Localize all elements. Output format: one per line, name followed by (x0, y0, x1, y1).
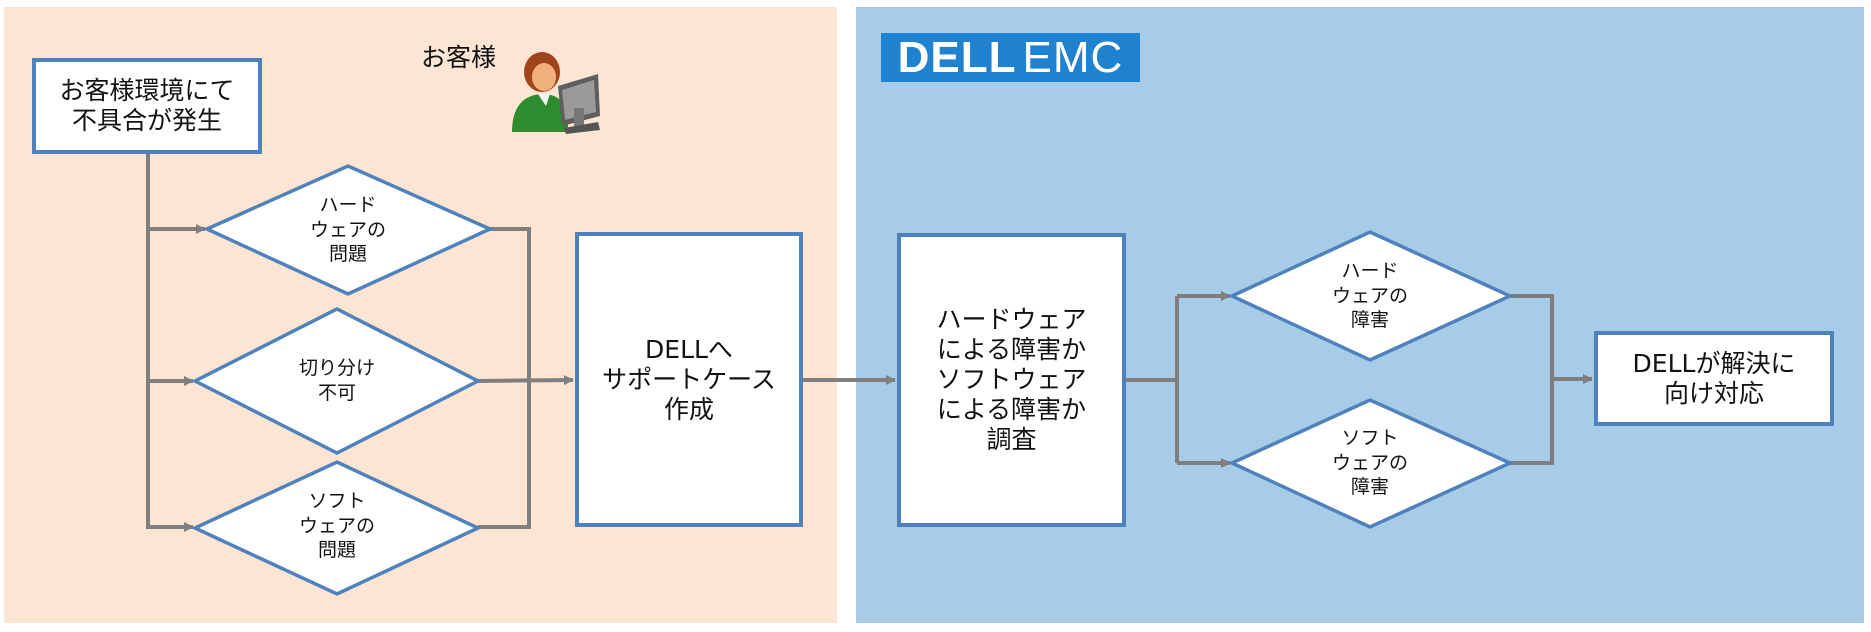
decision-hw-problem (202, 164, 495, 296)
process-investigate-text: ハードウェア による障害か ソフトウェア による障害か 調査 (936, 305, 1087, 454)
decision-sw-failure (1227, 398, 1515, 529)
process-resolve: DELLが解決に 向け対応 (1594, 331, 1834, 426)
customer-label: お客様 (421, 43, 497, 72)
process-resolve-text: DELLが解決に 向け対応 (1632, 348, 1796, 408)
connector-cannot-isolate-to-case (477, 375, 574, 386)
customer-at-computer-icon (508, 46, 604, 136)
decision-hw-failure-text: ハード ウェアの 障害 (1331, 259, 1408, 332)
process-investigate: ハードウェア による障害か ソフトウェア による障害か 調査 (897, 233, 1126, 527)
decision-hw-problem-text: ハード ウェアの 問題 (309, 193, 386, 266)
decision-cannot-isolate-text: 切り分け 不可 (298, 357, 375, 404)
decision-sw-failure-text: ソフト ウェアの 障害 (1331, 426, 1408, 499)
connector-failure-merge (1510, 294, 1554, 465)
process-create-case: DELLへ サポートケース 作成 (575, 232, 803, 527)
dell-emc-logo: DELL EMC (881, 33, 1140, 82)
decision-sw-problem-text: ソフト ウェアの 問題 (298, 489, 375, 562)
decision-cannot-isolate (191, 307, 482, 455)
connector-hw-problem-merge (478, 227, 531, 529)
decision-hw-failure (1227, 230, 1515, 362)
process-start-text: お客様環境にて 不具合が発生 (59, 76, 235, 135)
logo-suffix: EMC (1022, 32, 1124, 82)
decision-sw-problem (190, 460, 483, 596)
logo-brand: DELL (897, 32, 1017, 82)
process-create-case-text: DELLへ サポートケース 作成 (602, 334, 776, 424)
process-start: お客様環境にて 不具合が発生 (32, 58, 262, 154)
